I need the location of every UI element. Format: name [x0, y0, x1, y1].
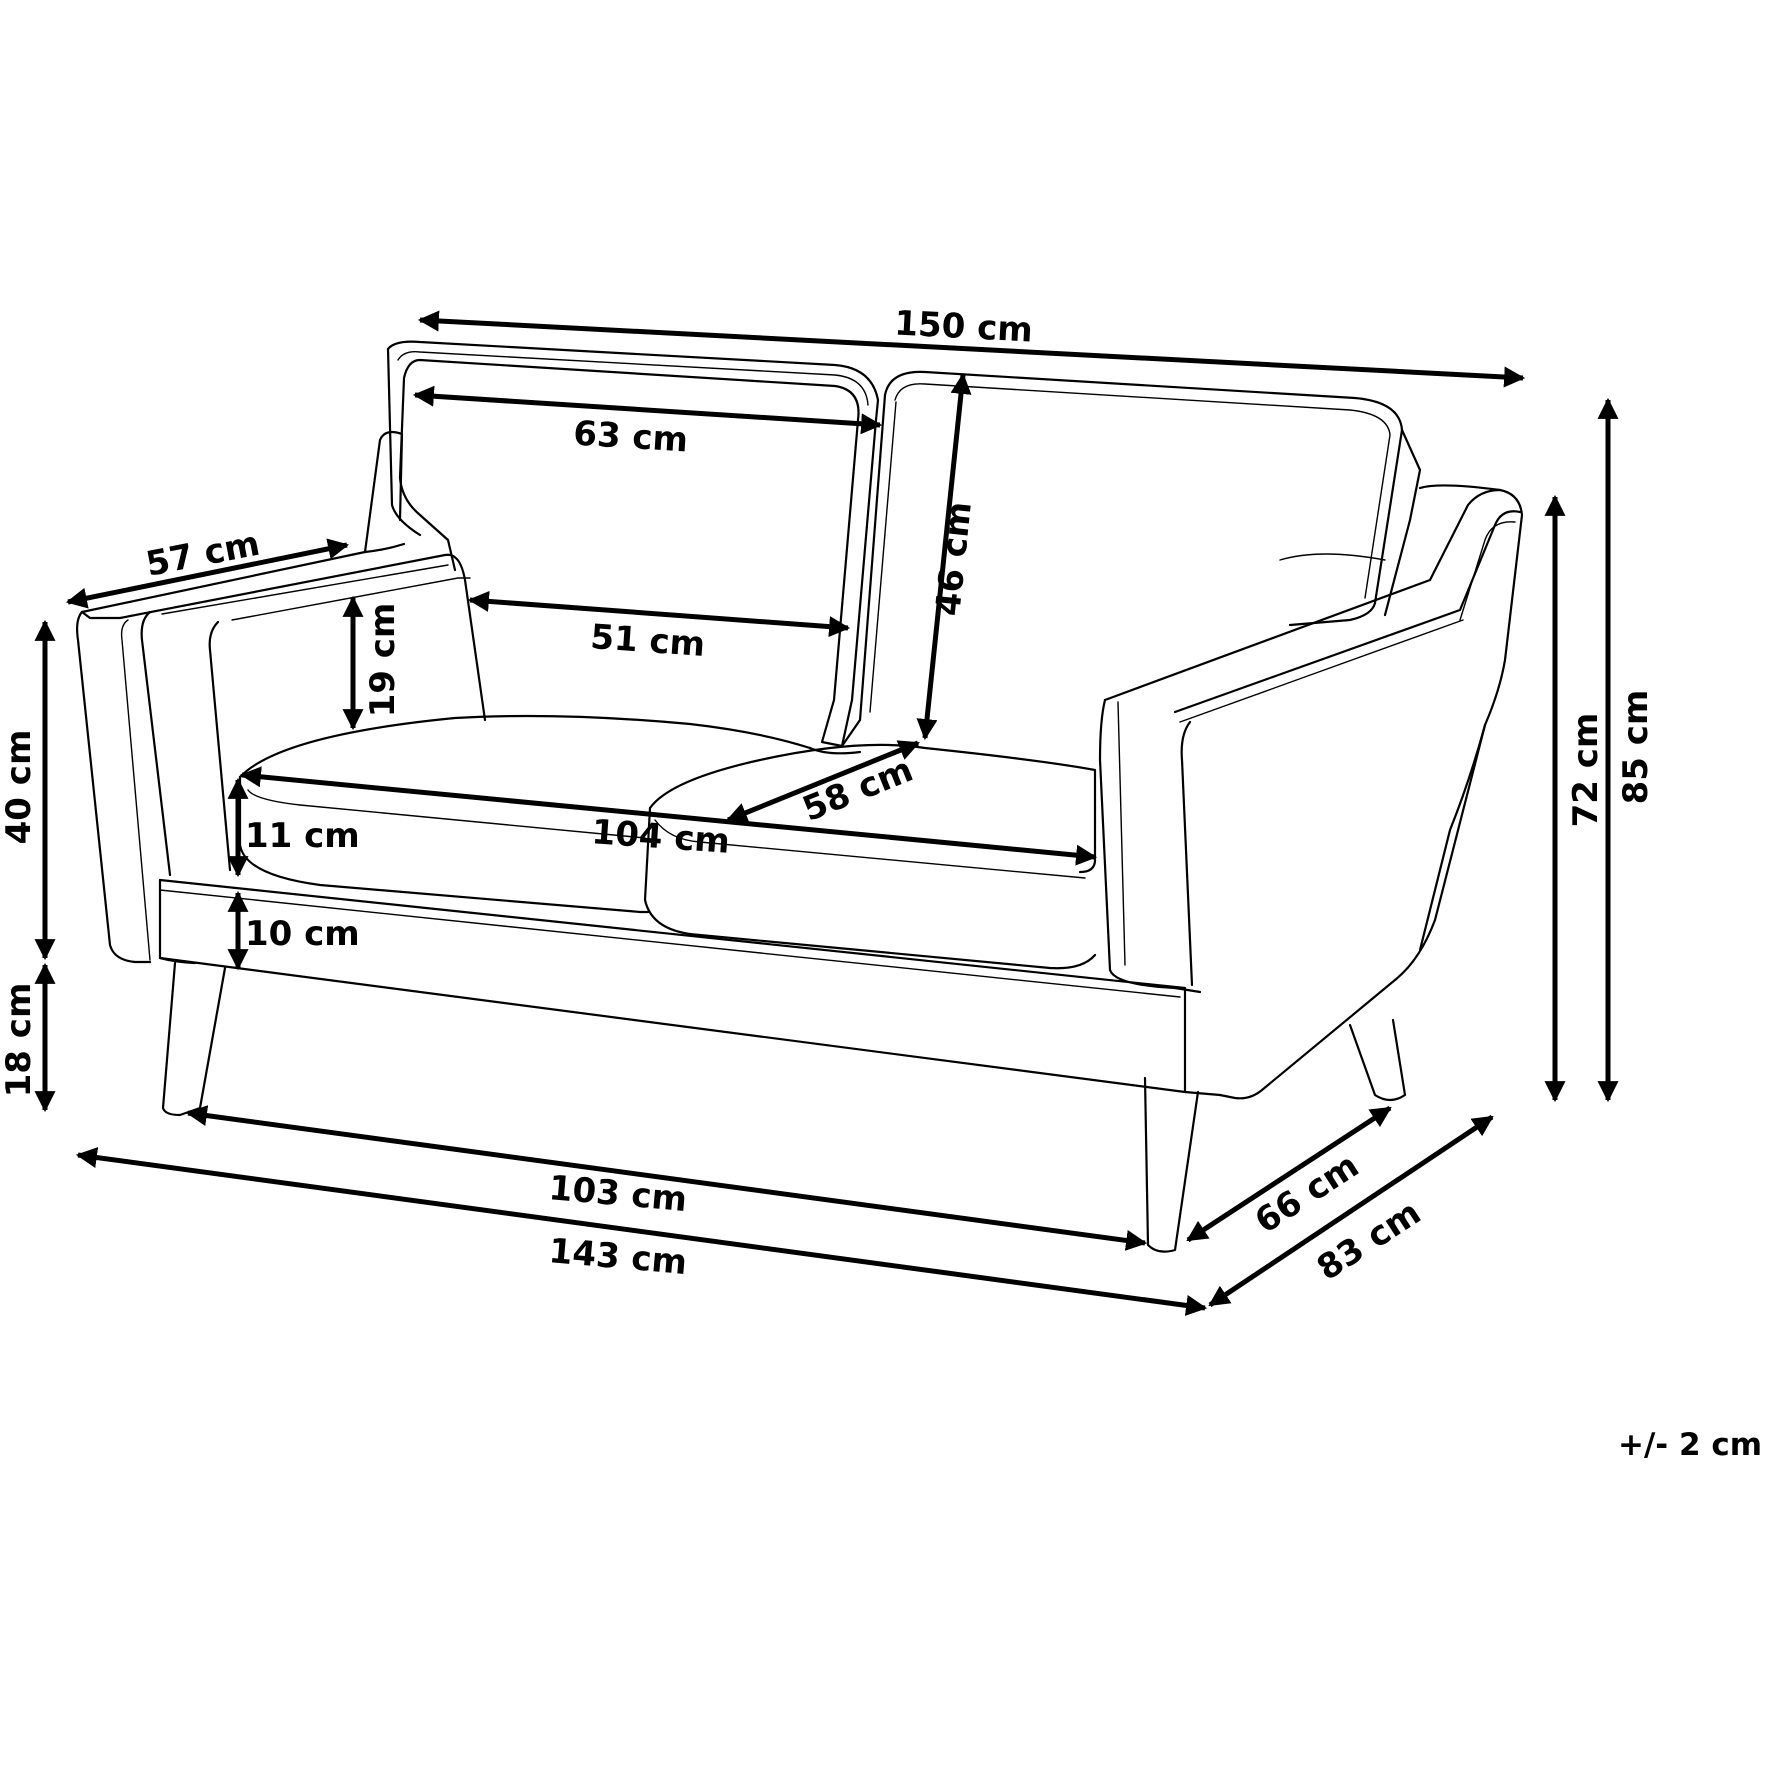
left-back-cushion [386, 340, 880, 748]
left-armrest [76, 430, 487, 964]
label-arm-height-total: 72 cm [1566, 713, 1606, 828]
dimension-arrows [34, 310, 1619, 1316]
label-base-width: 143 cm [547, 1231, 688, 1283]
arrow-backrest-cushion-width [412, 385, 883, 435]
label-leg-height: 18 cm [0, 983, 39, 1098]
arrow-armrest-depth [65, 538, 350, 609]
arrow-backrest-height [916, 372, 972, 741]
label-armrest-height: 40 cm [0, 730, 39, 845]
right-armrest [1098, 484, 1524, 1100]
label-seat-width: 104 cm [590, 812, 731, 862]
label-backrest-cushion-width: 63 cm [572, 414, 689, 461]
label-backrest-inner-width: 51 cm [589, 617, 706, 665]
legs [161, 961, 1407, 1253]
label-overall-width: 150 cm [893, 303, 1033, 350]
arrow-seat-width [239, 766, 1098, 866]
arrow-backrest-inner-width [467, 590, 851, 638]
label-seat-cushion-thickness: 11 cm [245, 816, 360, 856]
label-frame-height: 10 cm [245, 914, 360, 954]
label-total-depth: 83 cm [1310, 1193, 1428, 1289]
label-backrest-height: 46 cm [928, 500, 980, 618]
arrow-overall-width [417, 310, 1526, 388]
label-total-height: 85 cm [1616, 690, 1656, 805]
arrow-base-width [75, 1147, 1208, 1316]
base-frame [158, 878, 1222, 1097]
tolerance-note: +/- 2 cm [1618, 1427, 1762, 1463]
dimension-labels: 150 cm 63 cm 46 cm 57 cm 51 cm 19 cm 58 … [0, 303, 1762, 1463]
label-seat-depth: 58 cm [797, 750, 918, 830]
arrow-total-depth [1208, 1114, 1494, 1308]
label-armrest-above-seat: 19 cm [363, 603, 403, 718]
